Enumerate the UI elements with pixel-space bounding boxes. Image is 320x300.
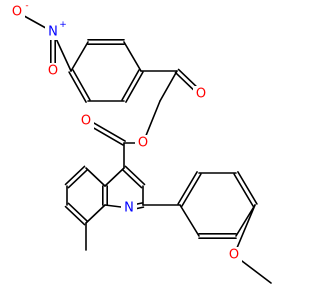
double-bond-line: [72, 69, 91, 101]
ester-oxygen-label: O: [138, 136, 148, 151]
quinoline-nitrogen-label: N: [124, 201, 134, 216]
single-bond: [233, 204, 256, 256]
single-bond: [123, 41, 142, 72]
double-bond-line: [64, 165, 86, 186]
single-bond: [85, 167, 106, 187]
double-bond-line: [67, 202, 89, 223]
nitro-oxygen-charge: -: [25, 1, 28, 11]
atom-label-layer: O - N + O O O O N O: [9, 1, 242, 263]
ketone-oxygen-label: O: [196, 87, 206, 102]
double-bond-line: [64, 205, 86, 226]
nitro-oxygen-label: O: [12, 5, 22, 20]
double-bond-line: [233, 173, 254, 207]
double-bond-line: [237, 171, 258, 205]
nitro-nitrogen-charge: +: [59, 20, 67, 30]
methoxy-oxygen-label: O: [229, 248, 239, 263]
double-bond-line: [124, 165, 146, 186]
nitro-oxygen-double-label: O: [48, 64, 58, 79]
ester-carbonyl-oxygen-label: O: [81, 114, 91, 129]
single-bond: [235, 204, 256, 237]
single-bond: [179, 204, 200, 237]
single-bond: [85, 204, 106, 224]
bond-layer: [16, 11, 272, 284]
single-bond: [104, 167, 125, 187]
double-bond-line: [181, 173, 202, 207]
double-bond-line: [68, 71, 87, 103]
single-bond: [70, 41, 89, 72]
nitro-nitrogen-label: N: [48, 25, 58, 40]
double-bond-line: [177, 171, 198, 205]
double-bond-line: [67, 168, 89, 189]
single-bond: [159, 70, 178, 102]
double-bond-line: [125, 71, 144, 103]
double-bond-line: [121, 168, 143, 189]
molecule-structure-diagram: O - N + O O O O N O: [9, 1, 272, 284]
double-bond-line: [121, 69, 140, 101]
